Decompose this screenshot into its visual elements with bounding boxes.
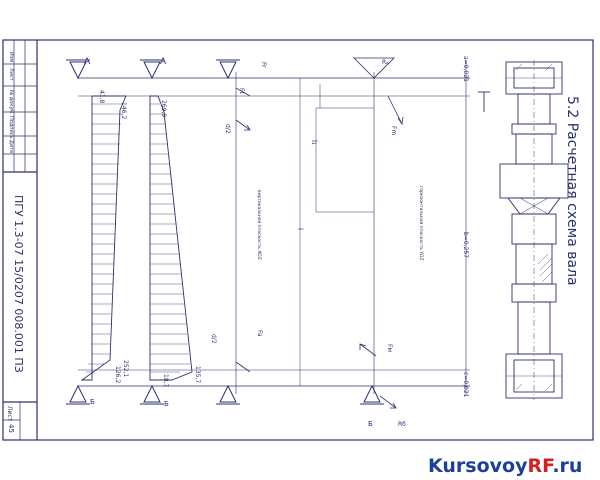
reaction-b-label: Rб bbox=[398, 421, 406, 428]
sheet-label: Лист bbox=[6, 406, 13, 422]
watermark-part1: Kursovoy bbox=[428, 455, 528, 477]
value-bottom-3: 135,7 bbox=[194, 366, 201, 383]
force-label-fr: Fr bbox=[260, 62, 267, 68]
watermark-part3: .ru bbox=[552, 455, 582, 477]
length-l1: l₁ bbox=[310, 140, 318, 145]
title-col-list: Лист bbox=[8, 68, 14, 81]
reaction-a-label: Rₐ bbox=[382, 59, 389, 66]
dim-a: a=0,021 bbox=[462, 56, 469, 82]
moment-diagram-1 bbox=[80, 95, 127, 381]
length-l: l bbox=[296, 228, 304, 230]
support-symbols bbox=[66, 57, 395, 405]
watermark-logo: KursovoyRF.ru bbox=[428, 455, 582, 477]
support-b-label-3: Б bbox=[368, 420, 373, 428]
value-top-2: 146,2 bbox=[120, 102, 127, 119]
title-col-sign: Подпись bbox=[8, 116, 14, 139]
value-bottom-side: 18,7 bbox=[162, 374, 169, 388]
svg-text:KursovoyRF.ru: KursovoyRF.ru bbox=[428, 455, 582, 477]
dim-b: b=0,257 bbox=[462, 232, 469, 258]
sheet-frame bbox=[2, 39, 594, 441]
watermark-part2: RF bbox=[527, 455, 554, 477]
value-top-3: 269,9 bbox=[160, 100, 167, 117]
d-half-bottom: d/2 bbox=[210, 334, 217, 344]
value-bottom-1: 252,1 bbox=[122, 360, 129, 377]
document-code: ПГУ 1.3-07 15/0207 008.001 ПЗ bbox=[12, 195, 25, 373]
dim-c: c=0,021 bbox=[462, 372, 469, 398]
force-label-fa: Fa bbox=[256, 330, 263, 337]
value-top-left: 41,8 bbox=[98, 90, 105, 104]
shaft-drawing bbox=[478, 60, 569, 400]
moment-diagram-2 bbox=[149, 95, 193, 381]
value-bottom-2: 126,2 bbox=[114, 366, 121, 383]
note-vertical-plane: вертикальная плоскость XOZ bbox=[256, 190, 262, 260]
force-label-fm2: Fм bbox=[386, 344, 393, 352]
support-a-label-2: А bbox=[160, 57, 167, 67]
d-half-top: d/2 bbox=[224, 124, 231, 134]
force-label-ft: Ft bbox=[238, 88, 245, 94]
title-col-date: Дата bbox=[8, 140, 14, 153]
title-col-izm: Изм bbox=[8, 52, 14, 62]
force-label-fm: Fm bbox=[390, 126, 397, 135]
sheet-number: 45 bbox=[7, 424, 15, 433]
note-horizontal-plane: горизонтальная плоскость YOZ bbox=[418, 186, 424, 261]
support-b-label-2: Б bbox=[164, 400, 169, 408]
support-b-label-1: Б bbox=[90, 398, 95, 406]
force-arrows bbox=[235, 87, 404, 409]
drawing-title: 5.2 Расчетная схема вала bbox=[564, 96, 580, 286]
title-block: Изм Лист № докум. Подпись Дата ПГУ 1.3-0… bbox=[3, 40, 38, 440]
construction-lines bbox=[78, 60, 470, 396]
support-a-label-1: А bbox=[84, 57, 91, 67]
title-col-doc: № докум. bbox=[8, 90, 14, 115]
